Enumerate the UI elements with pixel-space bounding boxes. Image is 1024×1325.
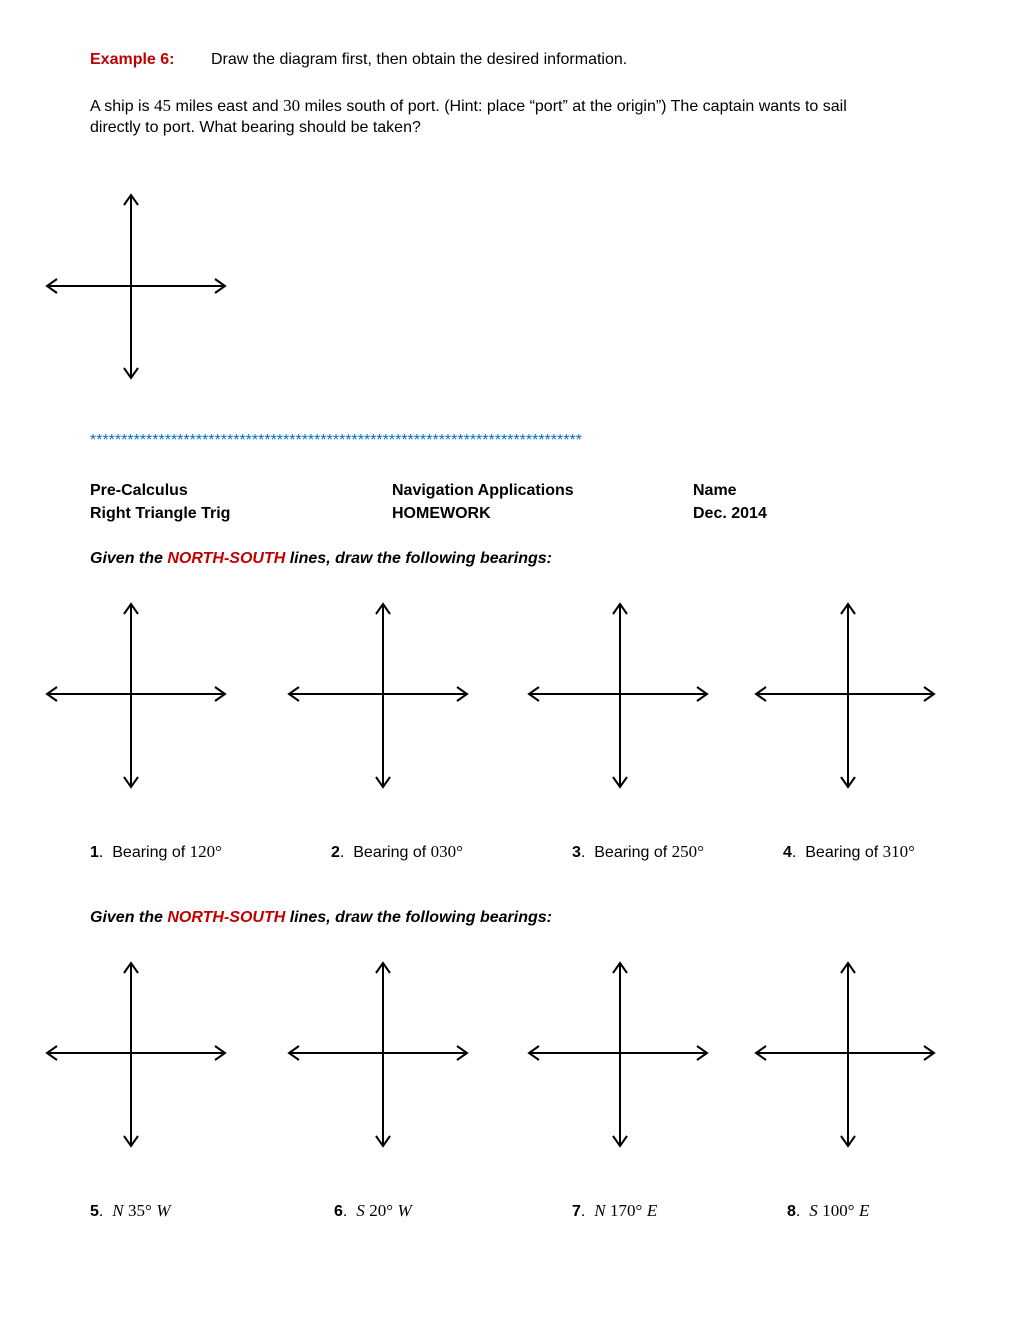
course-name: Pre-Calculus xyxy=(90,482,188,499)
section1-prefix: Given the xyxy=(90,550,168,567)
problem-text-b: miles east and xyxy=(175,98,279,115)
item-number: 5 xyxy=(90,1203,99,1220)
item-dir1: S xyxy=(809,1201,818,1220)
item-text: Bearing of xyxy=(805,844,883,861)
item-number: 8 xyxy=(787,1203,796,1220)
axes-1 xyxy=(45,602,227,789)
problem-line-1: A ship is 45 miles east and 30 miles sou… xyxy=(90,96,847,116)
south-miles: 30 xyxy=(283,96,301,115)
item-dir1: S xyxy=(356,1201,365,1220)
item-value: 20° xyxy=(369,1201,394,1220)
bearing-item-6: 6. S 20° W xyxy=(334,1201,412,1220)
problem-text-a: A ship is xyxy=(90,98,150,115)
axes-5 xyxy=(45,961,227,1148)
item-value: 310° xyxy=(882,842,915,861)
item-value: 170° xyxy=(610,1201,643,1220)
section2-prefix: Given the xyxy=(90,909,168,926)
axes-8 xyxy=(754,961,936,1148)
item-value: 030° xyxy=(430,842,463,861)
bearing-item-3: 3. Bearing of 250° xyxy=(572,842,704,861)
item-value: 250° xyxy=(671,842,704,861)
bearing-item-2: 2. Bearing of 030° xyxy=(331,842,463,861)
assignment-type: HOMEWORK xyxy=(392,505,491,522)
axes-4 xyxy=(754,602,936,789)
date-label: Dec. 2014 xyxy=(693,505,767,522)
item-value: 100° xyxy=(822,1201,855,1220)
item-text: Bearing of xyxy=(353,844,431,861)
item-dir2: E xyxy=(646,1201,658,1220)
topic-name: Navigation Applications xyxy=(392,482,574,499)
item-number: 7 xyxy=(572,1203,581,1220)
item-dir2: W xyxy=(156,1201,171,1220)
example-instruction: Draw the diagram first, then obtain the … xyxy=(211,51,628,68)
problem-line-2: directly to port. What bearing should be… xyxy=(90,119,421,136)
name-label: Name xyxy=(693,482,737,499)
section2-suffix: lines, draw the following bearings: xyxy=(285,909,552,926)
section1-instruction: Given the NORTH-SOUTH lines, draw the fo… xyxy=(90,550,552,568)
unit-name: Right Triangle Trig xyxy=(90,505,231,522)
bearing-item-1: 1. Bearing of 120° xyxy=(90,842,222,861)
item-dir1: N xyxy=(112,1201,124,1220)
item-number: 4 xyxy=(783,844,792,861)
item-number: 2 xyxy=(331,844,340,861)
item-number: 1 xyxy=(90,844,99,861)
item-dir2: W xyxy=(397,1201,412,1220)
item-value: 35° xyxy=(128,1201,152,1220)
problem-text-c: miles south of port. (Hint: place “port”… xyxy=(304,98,847,115)
axes-6 xyxy=(287,961,469,1148)
bearing-item-7: 7. N 170° E xyxy=(572,1201,658,1220)
section2-instruction: Given the NORTH-SOUTH lines, draw the fo… xyxy=(90,909,552,927)
item-text: Bearing of xyxy=(594,844,672,861)
item-dir2: E xyxy=(858,1201,870,1220)
section1-highlight: NORTH-SOUTH xyxy=(167,550,286,567)
bearing-item-8: 8. S 100° E xyxy=(787,1201,870,1220)
item-number: 6 xyxy=(334,1203,343,1220)
item-text: Bearing of xyxy=(112,844,190,861)
axes-3 xyxy=(527,602,709,789)
example-label: Example 6: xyxy=(90,51,175,68)
section2-highlight: NORTH-SOUTH xyxy=(167,909,286,926)
item-dir1: N xyxy=(594,1201,606,1220)
east-miles: 45 xyxy=(154,96,172,115)
axes-2 xyxy=(287,602,469,789)
axes-7 xyxy=(527,961,709,1148)
separator-stars: ****************************************… xyxy=(90,432,582,449)
bearing-item-5: 5. N 35° W xyxy=(90,1201,171,1220)
item-value: 120° xyxy=(189,842,222,861)
bearing-item-4: 4. Bearing of 310° xyxy=(783,842,915,861)
section1-suffix: lines, draw the following bearings: xyxy=(285,550,552,567)
item-number: 3 xyxy=(572,844,581,861)
